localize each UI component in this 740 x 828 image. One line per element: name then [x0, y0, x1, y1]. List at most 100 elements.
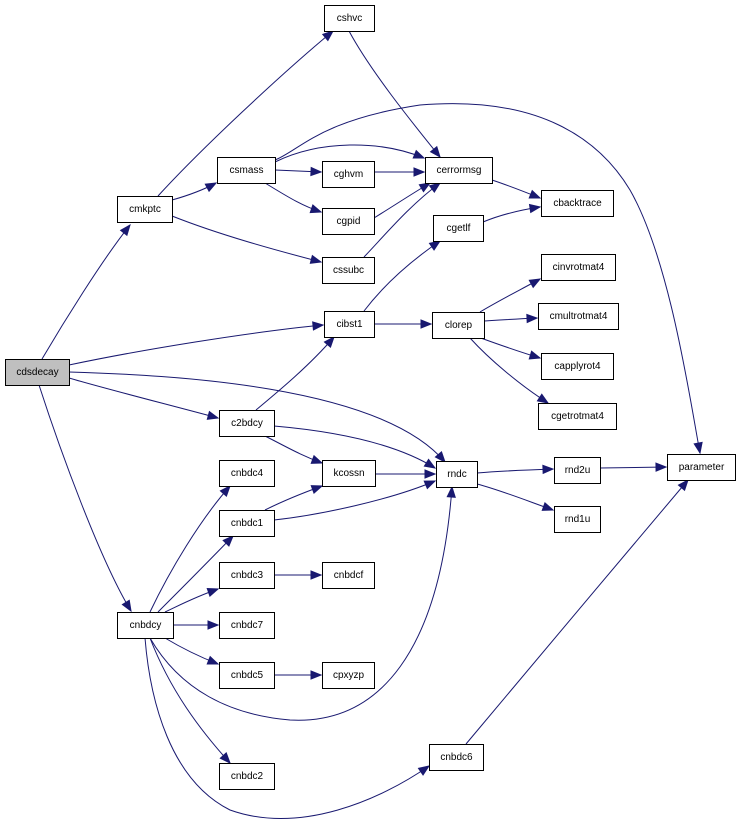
node-cibst1[interactable]: cibst1 — [324, 311, 375, 338]
node-label: cpxyzp — [333, 670, 365, 681]
arrowhead — [321, 30, 335, 42]
node-cnbdc4[interactable]: cnbdc4 — [219, 460, 275, 487]
node-box — [5, 359, 70, 386]
node-cgetrotmat4[interactable]: cgetrotmat4 — [538, 403, 617, 430]
node-cnbdc1[interactable]: cnbdc1 — [219, 510, 275, 537]
edge-c2bdcy-to-kcossn — [264, 435, 324, 464]
node-cinvrotmat4[interactable]: cinvrotmat4 — [541, 254, 616, 281]
node-box — [219, 562, 275, 589]
node-box — [322, 257, 375, 284]
node-label: csmass — [230, 165, 264, 176]
node-label: cnbdc4 — [231, 468, 264, 479]
node-label: capplyrot4 — [554, 361, 601, 372]
node-cnbdc5[interactable]: cnbdc5 — [219, 662, 275, 689]
node-rnd1u[interactable]: rnd1u — [554, 506, 601, 533]
edge-line — [149, 485, 231, 613]
node-label: cnbdcf — [334, 570, 364, 581]
arrowhead — [310, 485, 324, 495]
arrowhead — [542, 464, 555, 475]
node-label: cnbdc6 — [440, 752, 473, 763]
node-rndc[interactable]: rndc — [436, 461, 478, 488]
node-rnd2u[interactable]: rnd2u — [554, 457, 601, 484]
node-cshvc[interactable]: cshvc — [324, 5, 375, 32]
node-cmultrotmat4[interactable]: cmultrotmat4 — [538, 303, 619, 330]
node-clorep[interactable]: clorep — [432, 312, 485, 339]
node-cbacktrace[interactable]: cbacktrace — [541, 190, 614, 217]
node-label: cbacktrace — [553, 198, 602, 209]
node-box — [219, 510, 275, 537]
edge-cnbdcy-to-cnbdc2 — [149, 637, 231, 764]
arrowhead — [310, 570, 323, 580]
arrowhead — [428, 182, 442, 194]
node-cnbdc6[interactable]: cnbdc6 — [429, 744, 484, 771]
node-label: cgetlf — [447, 223, 471, 234]
edge-line — [68, 324, 324, 366]
node-cnbdcf[interactable]: cnbdcf — [322, 562, 375, 589]
node-cnbdc7[interactable]: cnbdc7 — [219, 612, 275, 639]
node-box — [436, 461, 478, 488]
node-label: rnd1u — [565, 514, 591, 525]
arrowhead — [219, 752, 231, 764]
node-label: cmkptc — [129, 204, 161, 215]
arrowhead — [418, 182, 432, 193]
node-box — [217, 157, 276, 184]
edge-cdsdecay-to-rndc — [68, 371, 446, 464]
edge-clorep-to-cmultrotmat4 — [483, 313, 539, 324]
arrowhead — [528, 350, 542, 360]
node-cdsdecay[interactable]: cdsdecay — [5, 359, 70, 386]
edge-cghvm-to-cerrormsg — [374, 167, 426, 177]
edge-rnd2u-to-parameter — [599, 462, 668, 472]
edge-cdsdecay-to-cnbdcy — [38, 384, 132, 613]
node-cssubc[interactable]: cssubc — [322, 257, 375, 284]
node-box — [541, 190, 614, 217]
edge-cnbdcy-to-cnbdc6 — [144, 637, 431, 819]
arrowhead — [528, 203, 542, 214]
node-cgpid[interactable]: cgpid — [322, 208, 375, 235]
node-box — [429, 744, 484, 771]
edge-cnbdcy-to-cnbdc5 — [164, 637, 220, 665]
arrowhead — [204, 182, 218, 193]
node-box — [541, 254, 616, 281]
node-label: parameter — [679, 462, 725, 473]
arrowhead — [536, 393, 550, 404]
node-box — [219, 410, 275, 437]
node-box — [324, 311, 375, 338]
edge-cgpid-to-cerrormsg — [373, 182, 432, 219]
arrowhead — [206, 410, 220, 420]
node-csmass[interactable]: csmass — [217, 157, 276, 184]
node-cghvm[interactable]: cghvm — [322, 161, 375, 188]
node-label: c2bdcy — [231, 418, 263, 429]
node-label: cghvm — [334, 169, 363, 180]
edge-line — [171, 215, 322, 263]
node-cerrormsg[interactable]: cerrormsg — [425, 157, 493, 184]
node-capplyrot4[interactable]: capplyrot4 — [541, 353, 614, 380]
node-cpxyzp[interactable]: cpxyzp — [322, 662, 375, 689]
arrowhead — [655, 462, 668, 472]
edge-line — [157, 30, 334, 197]
node-cmkptc[interactable]: cmkptc — [117, 196, 173, 223]
arrowhead — [309, 254, 323, 264]
node-box — [219, 662, 275, 689]
node-label: cshvc — [337, 13, 363, 24]
node-cgetlf[interactable]: cgetlf — [433, 215, 484, 242]
node-box — [554, 457, 601, 484]
node-box — [219, 612, 275, 639]
arrowhead — [429, 145, 441, 159]
node-kcossn[interactable]: kcossn — [322, 460, 376, 487]
node-label: cdsdecay — [16, 367, 58, 378]
edge-cmkptc-to-csmass — [171, 182, 218, 201]
edge-line — [149, 637, 231, 764]
node-cnbdc2[interactable]: cnbdc2 — [219, 763, 275, 790]
edge-cnbdc6-to-parameter — [465, 478, 689, 745]
node-cnbdcy[interactable]: cnbdcy — [117, 612, 174, 639]
edge-clorep-to-cinvrotmat4 — [479, 278, 542, 313]
edge-cmkptc-to-cssubc — [171, 215, 323, 264]
node-c2bdcy[interactable]: c2bdcy — [219, 410, 275, 437]
edge-line — [68, 371, 446, 463]
node-cnbdc3[interactable]: cnbdc3 — [219, 562, 275, 589]
edge-cmkptc-to-cshvc — [157, 30, 335, 197]
node-parameter[interactable]: parameter — [667, 454, 736, 481]
arrowhead — [428, 240, 442, 251]
node-box — [433, 215, 484, 242]
